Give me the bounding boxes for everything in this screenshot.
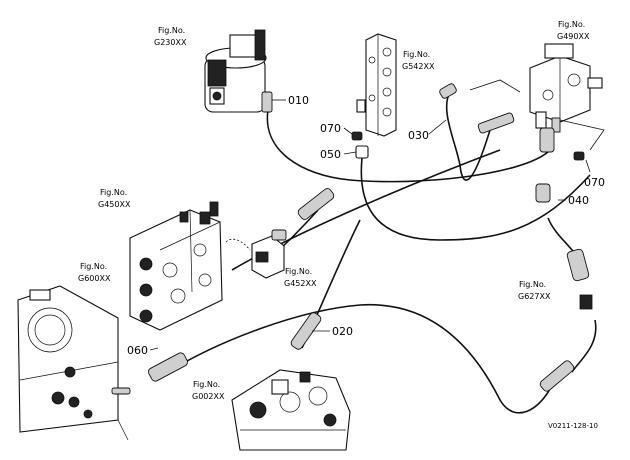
fig-ref-g452-line2: G452XX	[284, 279, 317, 288]
fig-ref-g450-line1: Fig.No.	[100, 188, 127, 197]
fig-ref-g490-line1: Fig.No.	[558, 20, 585, 29]
fig-ref-g490: Fig.No. G490XX	[557, 20, 590, 41]
fig-ref-g600: Fig.No. G600XX	[78, 262, 111, 283]
hose-lines	[167, 91, 597, 414]
fitting-block-g452	[225, 229, 287, 279]
fig-ref-g452: Fig.No. G452XX	[284, 267, 317, 288]
pump-g002	[231, 369, 351, 451]
fig-ref-g600-line2: G600XX	[78, 274, 111, 283]
fig-ref-g002-line1: Fig.No.	[193, 380, 220, 389]
fig-ref-g230-line1: Fig.No.	[158, 26, 185, 35]
part-number-030: 030	[408, 129, 429, 142]
hydraulic-unit-g230	[204, 29, 273, 113]
fig-ref-g002: Fig.No. G002XX	[192, 380, 225, 401]
part-number-050: 050	[320, 148, 341, 161]
drawing-reference: V0211-128-10	[548, 422, 598, 430]
fig-ref-g452-line1: Fig.No.	[285, 267, 312, 276]
part-number-070-left: 070	[320, 122, 341, 135]
fig-ref-g490-line2: G490XX	[557, 32, 590, 41]
fig-ref-g542: Fig.No. G542XX	[402, 50, 435, 71]
fig-ref-g230-line2: G230XX	[154, 38, 187, 47]
hose-010	[266, 109, 549, 183]
fitting-070-right	[573, 151, 585, 161]
fig-ref-g230: Fig.No. G230XX	[154, 26, 187, 47]
leader-lines	[149, 79, 605, 351]
part-number-020: 020	[332, 325, 353, 338]
manifold-block-g542	[356, 33, 397, 137]
control-valve-g450	[129, 201, 223, 331]
part-number-070-right: 070	[584, 176, 605, 189]
hose-060	[167, 304, 553, 414]
bracket-plate-g600	[17, 285, 131, 441]
hose-040-lower	[571, 319, 597, 373]
part-number-010: 010	[288, 94, 309, 107]
fig-ref-g627-line2: G627XX	[518, 292, 551, 301]
part-number-040: 040	[568, 194, 589, 207]
fig-ref-g542-line1: Fig.No.	[403, 50, 430, 59]
fig-ref-g600-line1: Fig.No.	[80, 262, 107, 271]
hose-050	[360, 157, 591, 241]
part-number-060: 060	[127, 344, 148, 357]
hose-030	[445, 91, 491, 181]
fig-ref-g450: Fig.No. G450XX	[98, 188, 131, 209]
fitting-070-left	[351, 131, 363, 141]
hose-end-fittings	[148, 83, 593, 392]
fitting-050	[355, 145, 369, 159]
fig-ref-g627: Fig.No. G627XX	[518, 280, 551, 301]
fig-ref-g542-line2: G542XX	[402, 62, 435, 71]
valve-g490	[529, 43, 603, 133]
fig-ref-g450-line2: G450XX	[98, 200, 131, 209]
fig-ref-g627-line1: Fig.No.	[519, 280, 546, 289]
fig-ref-g002-line2: G002XX	[192, 392, 225, 401]
